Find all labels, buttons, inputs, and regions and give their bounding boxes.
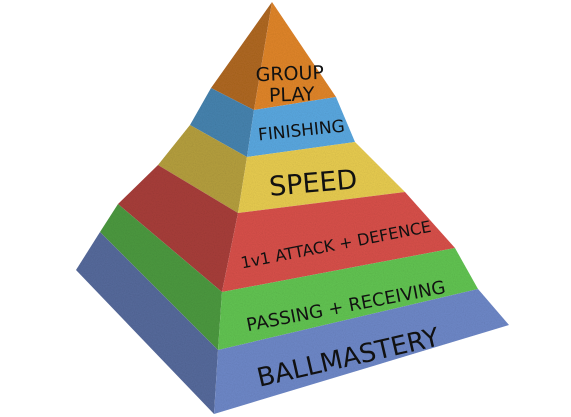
tier-speed: SPEED: [158, 125, 405, 213]
tier-ballmastery-front: [214, 289, 509, 414]
tier-ballmastery-side: [76, 232, 218, 414]
tier-passing-receiving-side: [100, 204, 222, 350]
tier-group-play: GROUP PLAY: [211, 2, 336, 110]
tier-group-play-label-line1: GROUP: [255, 62, 324, 86]
tier-passing-receiving-front: [218, 248, 478, 350]
tier-finishing-front: [247, 97, 355, 157]
tier-finishing-side: [190, 88, 254, 157]
tier-attack-defence-front: [222, 192, 455, 292]
tier-speed-front: [238, 142, 405, 213]
tier-speed-side: [158, 125, 247, 213]
tier-group-play-label-line2: PLAY: [269, 83, 316, 107]
tier-finishing: FINISHING: [190, 88, 355, 157]
tier-speed-label: SPEED: [268, 164, 359, 203]
tier-attack-defence-side: [118, 165, 238, 292]
tier-group-play-side: [211, 2, 272, 110]
tier-group-play-front: [254, 2, 336, 110]
